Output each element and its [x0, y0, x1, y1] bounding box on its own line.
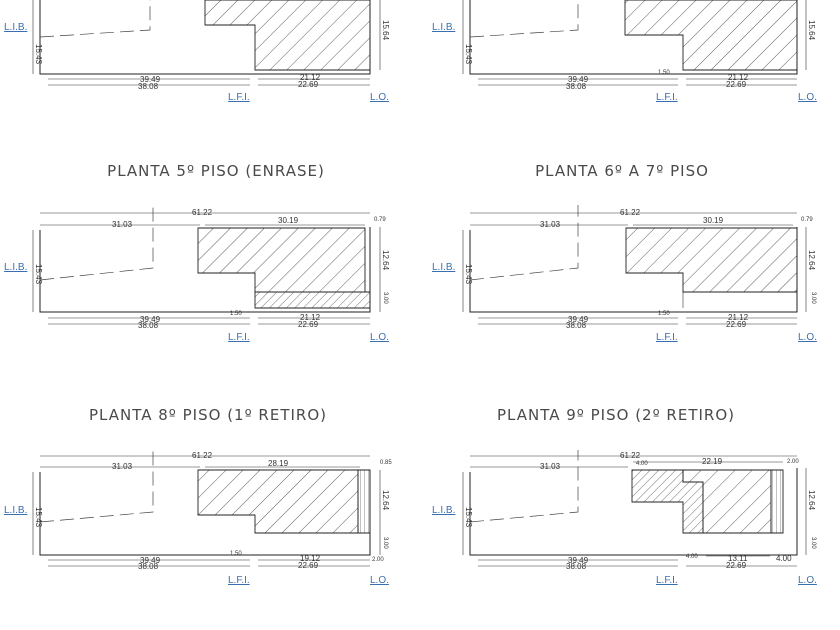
- bottom-dim-r1: 21.12: [300, 313, 321, 322]
- bottom-dim-2: 38.08: [566, 562, 587, 571]
- bottom-dim-r2: 22.69: [726, 80, 747, 89]
- right-small-dim: 0.85: [380, 460, 392, 466]
- lfi-label: L.F.I.: [228, 332, 250, 343]
- total-top-dim: 61.22: [620, 451, 641, 460]
- left-top-dim: 31.03: [540, 220, 561, 229]
- height-right-dim: 12.64: [381, 250, 390, 271]
- lib-label: L.I.B.: [4, 505, 27, 516]
- height-right-dim: 12.64: [381, 490, 390, 511]
- plan-title: PLANTA 5º PISO (ENRASE): [107, 162, 325, 180]
- plan-title: PLANTA 8º PISO (1º RETIRO): [89, 406, 327, 424]
- height-left-dim: 15.43: [464, 264, 473, 285]
- height-right-dim: 15.64: [381, 20, 390, 41]
- total-top-dim: 61.22: [620, 208, 641, 217]
- height-left-dim: 15.43: [464, 507, 473, 528]
- height-right-dim: 15.64: [807, 20, 816, 41]
- lfi-label: L.F.I.: [656, 92, 678, 103]
- lib-label: L.I.B.: [432, 505, 455, 516]
- total-top-dim: 61.22: [192, 208, 213, 217]
- bottom-small-dim: 1.50: [658, 70, 670, 76]
- bottom-dim-1: 39.49: [568, 75, 589, 84]
- bottom-right-extra-dim: 4.00: [776, 554, 792, 563]
- panel-4: PLANTA 6º A 7º PISO 61.22 31.03 30.19 0.…: [432, 162, 817, 343]
- bottom-dim-1: 39.49: [140, 75, 161, 84]
- bottom-small-dim: 4.00: [686, 554, 698, 560]
- bottom-small-dim: 1.50: [230, 551, 242, 557]
- lfi-label: L.F.I.: [228, 92, 250, 103]
- lfi-label: L.F.I.: [656, 332, 678, 343]
- right-side-small-dim: 3.00: [382, 292, 388, 304]
- panel-5: PLANTA 8º PISO (1º RETIRO) 61.22 31.03 2…: [4, 406, 392, 586]
- height-right-dim: 12.64: [807, 490, 816, 511]
- lib-label: L.I.B.: [432, 22, 455, 33]
- lib-label: L.I.B.: [4, 22, 27, 33]
- height-left-dim: 15.43: [464, 44, 473, 65]
- right-small-dim: 0.79: [801, 217, 813, 223]
- left-top-dim: 31.03: [112, 462, 133, 471]
- lo-label: L.O.: [370, 332, 389, 343]
- bottom-dim-r1: 21.12: [728, 313, 749, 322]
- bottom-right-extra-dim: 2.00: [372, 557, 384, 563]
- bottom-dim-1: 39.49: [568, 315, 589, 324]
- right-top-dim: 28.19: [268, 459, 289, 468]
- left-top-dim: 31.03: [112, 220, 133, 229]
- left-top-dim: 31.03: [540, 462, 561, 471]
- right-top-dim: 22.19: [702, 457, 723, 466]
- plan-title: PLANTA 9º PISO (2º RETIRO): [497, 406, 735, 424]
- bottom-dim-r2: 22.69: [298, 80, 319, 89]
- right-top-dim: 30.19: [703, 216, 724, 225]
- bottom-dim-2: 38.08: [138, 321, 159, 330]
- right-small-dim: 0.79: [374, 217, 386, 223]
- plan-title: PLANTA 6º A 7º PISO: [535, 162, 709, 180]
- bottom-small-dim: 1.50: [658, 311, 670, 317]
- lo-label: L.O.: [798, 332, 817, 343]
- bottom-dim-r1: 19.12: [300, 554, 321, 563]
- top-left-small-dim: 4.00: [636, 461, 648, 467]
- bottom-dim-2: 38.08: [138, 82, 159, 91]
- height-left-dim: 15.43: [34, 507, 43, 528]
- bottom-dim-1: 39.49: [568, 556, 589, 565]
- right-side-small-dim: 3.00: [382, 537, 388, 549]
- bottom-dim-r1: 13.11: [728, 554, 748, 563]
- bottom-dim-r2: 22.69: [298, 561, 319, 570]
- lfi-label: L.F.I.: [228, 575, 250, 586]
- right-side-small-dim: 3.00: [810, 292, 816, 304]
- lfi-label: L.F.I.: [656, 575, 678, 586]
- lib-label: L.I.B.: [432, 262, 455, 273]
- bottom-dim-r2: 22.69: [726, 561, 747, 570]
- height-left-dim: 15.43: [34, 44, 43, 65]
- total-top-dim: 61.22: [192, 451, 213, 460]
- lo-label: L.O.: [798, 575, 817, 586]
- height-left-dim: 15.43: [34, 264, 43, 285]
- bottom-dim-r2: 22.69: [298, 320, 319, 329]
- bottom-dim-2: 38.08: [138, 562, 159, 571]
- panel-3: PLANTA 5º PISO (ENRASE) 61.22 31.03 30.1…: [4, 162, 390, 343]
- lo-label: L.O.: [370, 575, 389, 586]
- lib-label: L.I.B.: [4, 262, 27, 273]
- bottom-dim-1: 39.49: [140, 556, 161, 565]
- panel-6: PLANTA 9º PISO (2º RETIRO) 61.22 31.03 4…: [432, 406, 817, 586]
- height-right-dim: 12.64: [807, 250, 816, 271]
- bottom-dim-2: 38.08: [566, 82, 587, 91]
- right-top-dim: 30.19: [278, 216, 299, 225]
- bottom-dim-r1: 21.12: [300, 73, 321, 82]
- panel-1: L.I.B. 15.43 15.64 39.49 38.08 21.12 22.…: [4, 0, 390, 103]
- lo-label: L.O.: [370, 92, 389, 103]
- bottom-small-dim: 1.50: [230, 311, 242, 317]
- bottom-dim-1: 39.49: [140, 315, 161, 324]
- bottom-dim-r1: 21.12: [728, 73, 749, 82]
- lo-label: L.O.: [798, 92, 817, 103]
- bottom-dim-r2: 22.69: [726, 320, 747, 329]
- right-small-dim: 2.00: [787, 459, 799, 465]
- right-side-small-dim: 3.00: [810, 537, 816, 549]
- panel-2: L.I.B. 15.43 15.64 1.50 39.49 38.08 21.1…: [432, 0, 817, 103]
- bottom-dim-2: 38.08: [566, 321, 587, 330]
